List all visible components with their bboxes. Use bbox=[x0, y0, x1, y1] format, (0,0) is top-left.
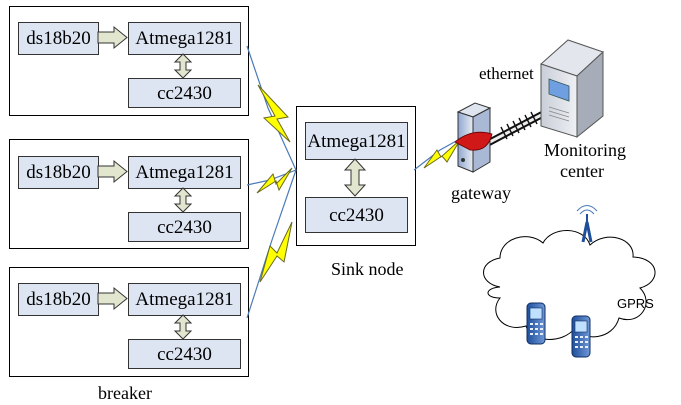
sensor-box-2: ds18b20 bbox=[18, 156, 99, 189]
breaker-label: breaker bbox=[98, 383, 152, 403]
arrow-updown-1 bbox=[173, 53, 193, 79]
sink-node-label: Sink node bbox=[331, 259, 404, 279]
radio-box-1: cc2430 bbox=[128, 78, 241, 108]
arrow-updown-2 bbox=[173, 187, 193, 213]
mobile-phone-icon-1 bbox=[526, 302, 546, 345]
lightning-bolt-3 bbox=[259, 221, 293, 283]
mcu-box-1: Atmega1281 bbox=[128, 22, 241, 55]
mcu-box-3: Atmega1281 bbox=[128, 283, 241, 316]
monitoring-center-label-line1: Monitoring bbox=[544, 140, 627, 160]
gateway-icon bbox=[454, 102, 493, 173]
arrow-updown-3 bbox=[173, 314, 193, 340]
ethernet-label: ethernet bbox=[479, 64, 534, 83]
gateway-label: gateway bbox=[451, 183, 511, 203]
arrow-right-2 bbox=[97, 159, 128, 184]
arrow-right-3 bbox=[97, 286, 128, 311]
arrow-right-1 bbox=[97, 25, 128, 50]
sensor-box-1: ds18b20 bbox=[18, 22, 99, 55]
gprs-label: GPRS bbox=[617, 296, 654, 311]
arrow-updown-sink bbox=[343, 158, 367, 197]
radio-box-2: cc2430 bbox=[128, 212, 241, 242]
server-icon bbox=[540, 39, 604, 139]
lightning-bolt-4 bbox=[423, 139, 461, 169]
radio-box-3: cc2430 bbox=[128, 339, 241, 369]
antenna-icon bbox=[576, 205, 598, 243]
sink-mcu-box: Atmega1281 bbox=[305, 122, 408, 160]
lightning-bolt-2 bbox=[256, 167, 293, 194]
mobile-phone-icon-2 bbox=[571, 315, 591, 358]
sensor-box-3: ds18b20 bbox=[18, 283, 99, 316]
monitoring-center-label-line2: center bbox=[560, 161, 604, 181]
mcu-box-2: Atmega1281 bbox=[128, 156, 241, 189]
ethernet-cable-icon bbox=[486, 109, 547, 147]
lightning-bolt-1 bbox=[257, 84, 291, 143]
gprs-cloud bbox=[483, 230, 656, 340]
sink-radio-box: cc2430 bbox=[305, 197, 408, 233]
